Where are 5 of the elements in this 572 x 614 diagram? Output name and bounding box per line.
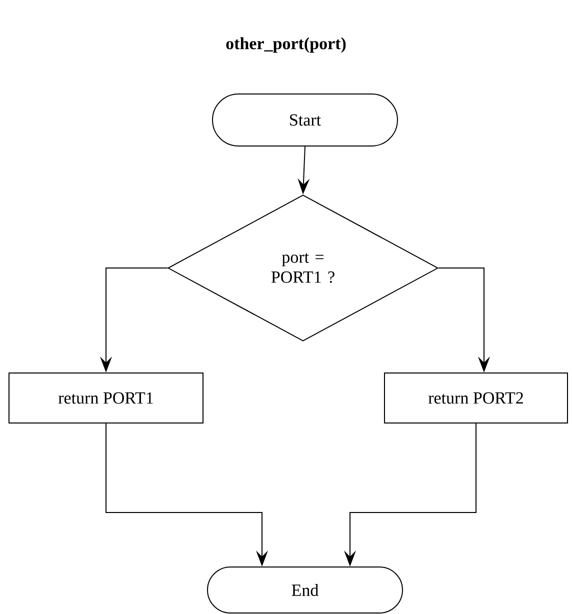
title: other_port(port) [226, 37, 346, 53]
start-terminal: Start [212, 94, 398, 146]
process-box: return PORT1 [8, 372, 204, 424]
process-box: return PORT2 [384, 372, 568, 424]
end-terminal: End [207, 566, 403, 614]
